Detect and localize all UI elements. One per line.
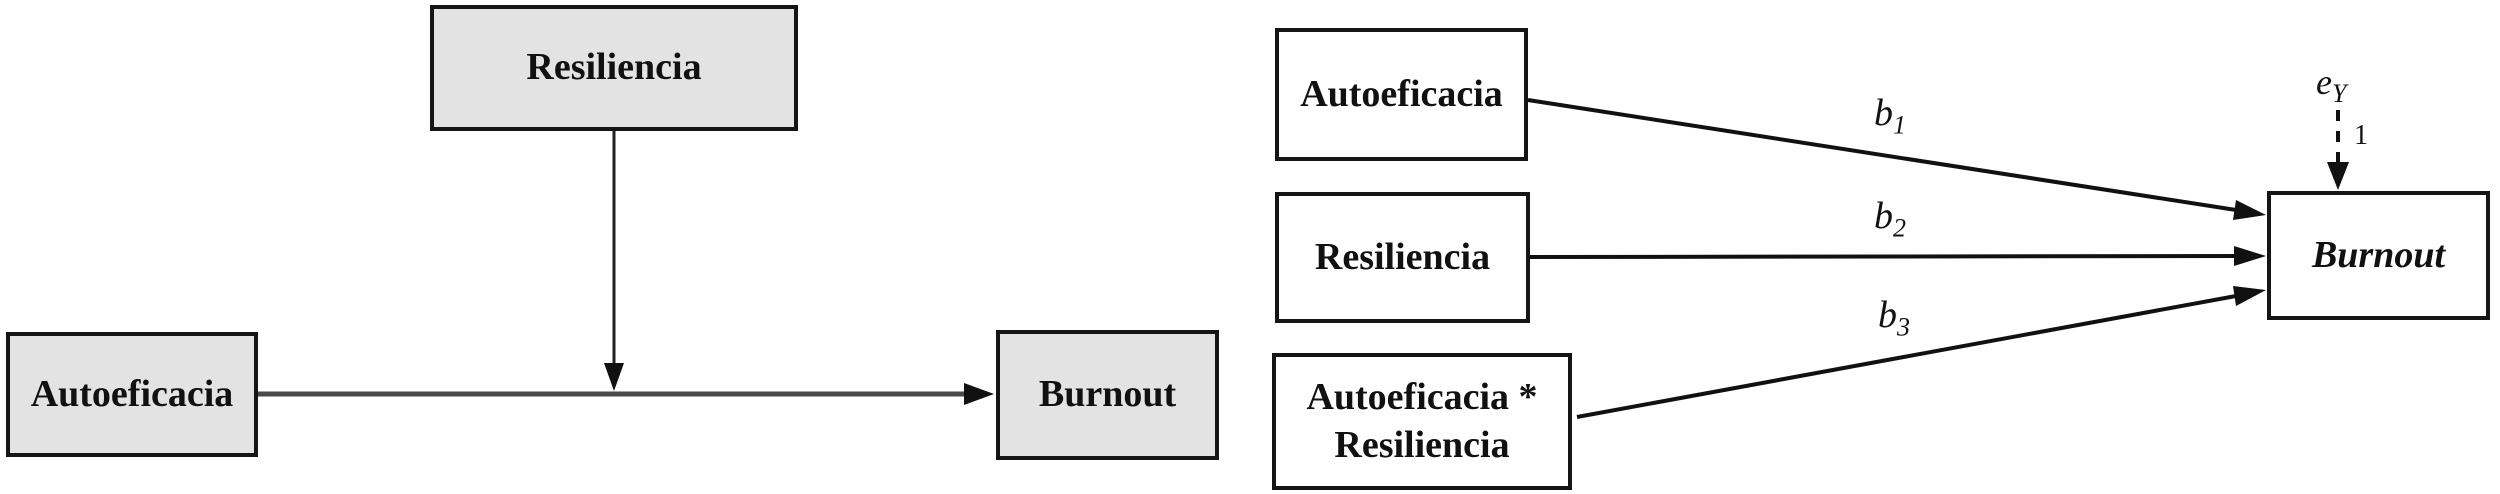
conceptual-resiliencia-label: Resiliencia [526, 46, 702, 89]
b1-label-subscript: 1 [1893, 110, 1906, 140]
error-path-weight-label: 1 [2354, 120, 2368, 151]
b2-path-arrowhead [2234, 246, 2266, 266]
b2-label-base: b [1874, 195, 1893, 237]
b1-path-arrowhead [2233, 200, 2266, 220]
b1-label-base: b [1874, 92, 1893, 134]
error-term-arrowhead [2327, 162, 2349, 190]
b1-path-label: b1 [1874, 94, 1906, 139]
b3-path-arrowhead [2233, 286, 2266, 306]
b2-path-label: b2 [1874, 197, 1906, 242]
error-term-label: eY [2316, 64, 2346, 107]
statistical-burnout-box: Burnout [2267, 191, 2490, 320]
conceptual-direct-path-arrowhead [964, 383, 994, 405]
b3-label-subscript: 3 [1897, 312, 1910, 342]
b1-path-line [1527, 98, 2237, 212]
b3-path-label: b3 [1878, 296, 1910, 341]
conceptual-resiliencia-box: Resiliencia [430, 5, 798, 131]
b3-path-line [1576, 294, 2237, 419]
conceptual-burnout-label: Burnout [1038, 373, 1177, 416]
conceptual-autoeficacia-label: Autoeficacia [30, 372, 234, 415]
statistical-interaction-label-line1: Autoeficacia * [1306, 376, 1538, 418]
conceptual-moderation-arrowhead [604, 363, 624, 391]
statistical-autoeficacia-box: Autoeficacia [1275, 28, 1528, 161]
statistical-interaction-box: Autoeficacia * Resiliencia [1272, 353, 1572, 490]
b3-label-base: b [1878, 294, 1897, 336]
statistical-autoeficacia-label: Autoeficacia [1300, 72, 1503, 115]
b2-path-line [1529, 254, 2237, 259]
conceptual-burnout-box: Burnout [996, 330, 1219, 460]
error-term-subscript: Y [2331, 79, 2347, 109]
error-term-base: e [2316, 62, 2332, 102]
statistical-resiliencia-label: Resiliencia [1314, 235, 1491, 278]
b2-label-subscript: 2 [1893, 213, 1906, 243]
statistical-resiliencia-box: Resiliencia [1275, 192, 1530, 323]
statistical-interaction-label-line2: Resiliencia [1334, 423, 1510, 466]
statistical-burnout-label: Burnout [2311, 233, 2446, 276]
conceptual-autoeficacia-box: Autoeficacia [6, 332, 258, 457]
